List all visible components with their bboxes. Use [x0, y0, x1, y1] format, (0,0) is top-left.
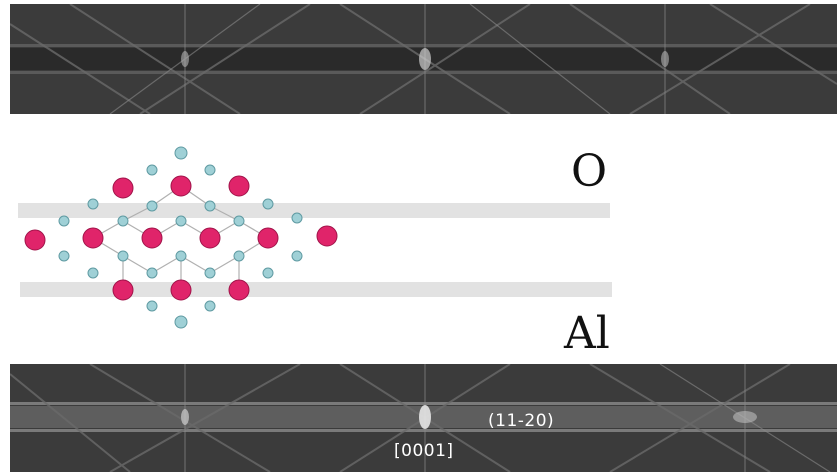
oxygen-atoms — [58, 146, 303, 329]
aluminum-atoms — [24, 175, 338, 301]
crystal-structure-diagram — [18, 146, 612, 329]
plane-label: (11-20) — [488, 411, 555, 431]
kikuchi-pattern-bottom-graphic — [10, 364, 837, 472]
layer-stripe-lower — [20, 282, 612, 297]
oxygen-layer-label: O — [571, 146, 608, 197]
bond-lines — [92, 185, 269, 290]
kikuchi-pattern-bottom — [10, 364, 837, 472]
kikuchi-pattern-top — [10, 4, 837, 114]
aluminum-layer-label: Al — [564, 308, 610, 359]
crystal-structure-panel — [0, 114, 837, 364]
kikuchi-pattern-top-graphic — [10, 4, 837, 114]
layer-stripe-upper — [18, 203, 610, 218]
zone-axis-label: [0001] — [394, 441, 454, 461]
